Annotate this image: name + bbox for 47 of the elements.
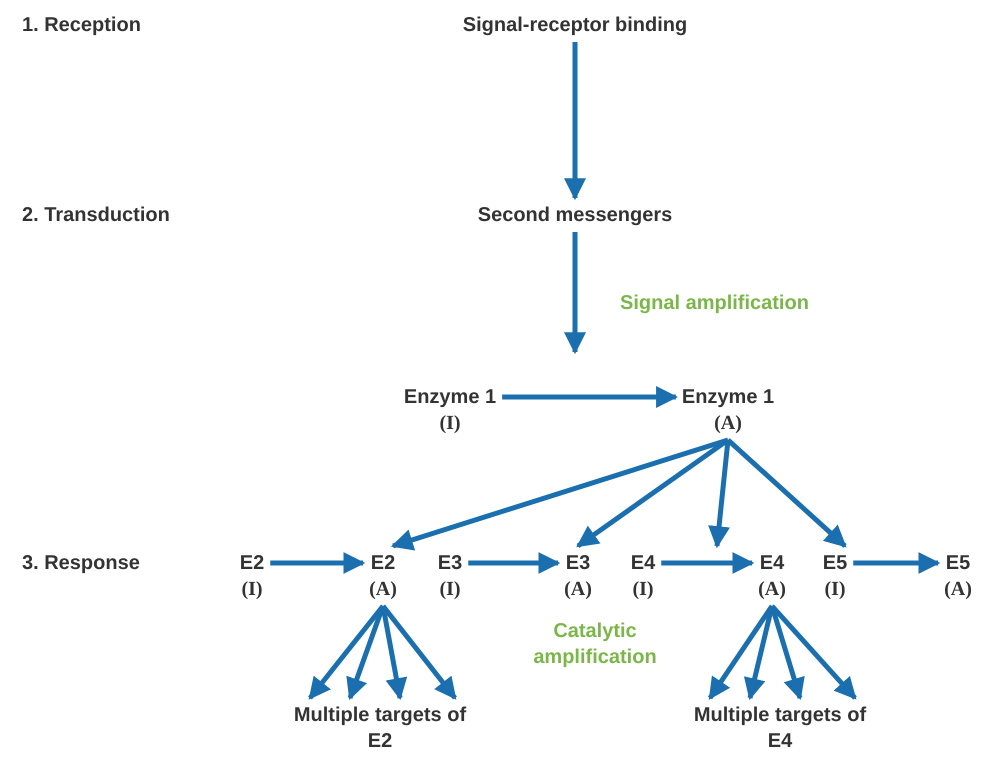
- state-label: (I): [632, 577, 654, 602]
- arrow: [346, 605, 386, 700]
- annotation-label: Catalytic amplification: [532, 619, 658, 670]
- enzyme-name: E3: [566, 551, 590, 576]
- arrow: [380, 606, 408, 700]
- stage-label: 2. Transduction: [22, 203, 170, 228]
- arrow: [564, 42, 586, 200]
- node-label: Second messengers: [478, 202, 672, 228]
- arrow: [708, 604, 774, 700]
- enzyme-name: E3: [438, 551, 462, 576]
- state-label: (A): [564, 577, 592, 602]
- state-label: (A): [758, 577, 786, 602]
- arrow: [726, 438, 847, 548]
- enzyme-name: E2: [240, 551, 264, 576]
- enzyme-name: E2: [370, 551, 396, 576]
- arrow: [564, 232, 586, 354]
- state-label: (I): [241, 577, 263, 602]
- state-label: (A): [369, 577, 397, 602]
- arrow: [502, 386, 678, 408]
- arrow: [770, 605, 805, 700]
- enzyme-name: E4: [630, 551, 656, 576]
- arrow: [661, 552, 754, 574]
- stage-label: 3. Response: [22, 551, 140, 576]
- state-label: (A): [714, 411, 742, 436]
- arrow: [381, 604, 457, 700]
- enzyme-name: Enzyme 1: [682, 385, 774, 410]
- state-label: (I): [439, 411, 461, 436]
- annotation-label: Signal amplification: [620, 291, 809, 316]
- arrow: [270, 552, 366, 574]
- enzyme-name: Enzyme 1: [404, 385, 496, 410]
- arrow: [576, 438, 730, 548]
- state-label: (I): [439, 577, 461, 602]
- arrow: [390, 438, 729, 551]
- arrow: [853, 552, 940, 574]
- node-label: Multiple targets of E4: [680, 702, 880, 754]
- arrow: [308, 604, 385, 700]
- arrow: [770, 604, 857, 700]
- node-label: Signal-receptor binding: [462, 12, 688, 38]
- enzyme-name: E5: [822, 551, 848, 576]
- stage-label: 1. Reception: [22, 13, 141, 38]
- enzyme-name: E5: [946, 551, 970, 576]
- state-label: (A): [944, 577, 972, 602]
- arrow: [468, 552, 560, 574]
- arrow: [744, 605, 774, 700]
- node-label: Multiple targets of E2: [280, 702, 480, 754]
- state-label: (I): [824, 577, 846, 602]
- enzyme-name: E4: [760, 551, 784, 576]
